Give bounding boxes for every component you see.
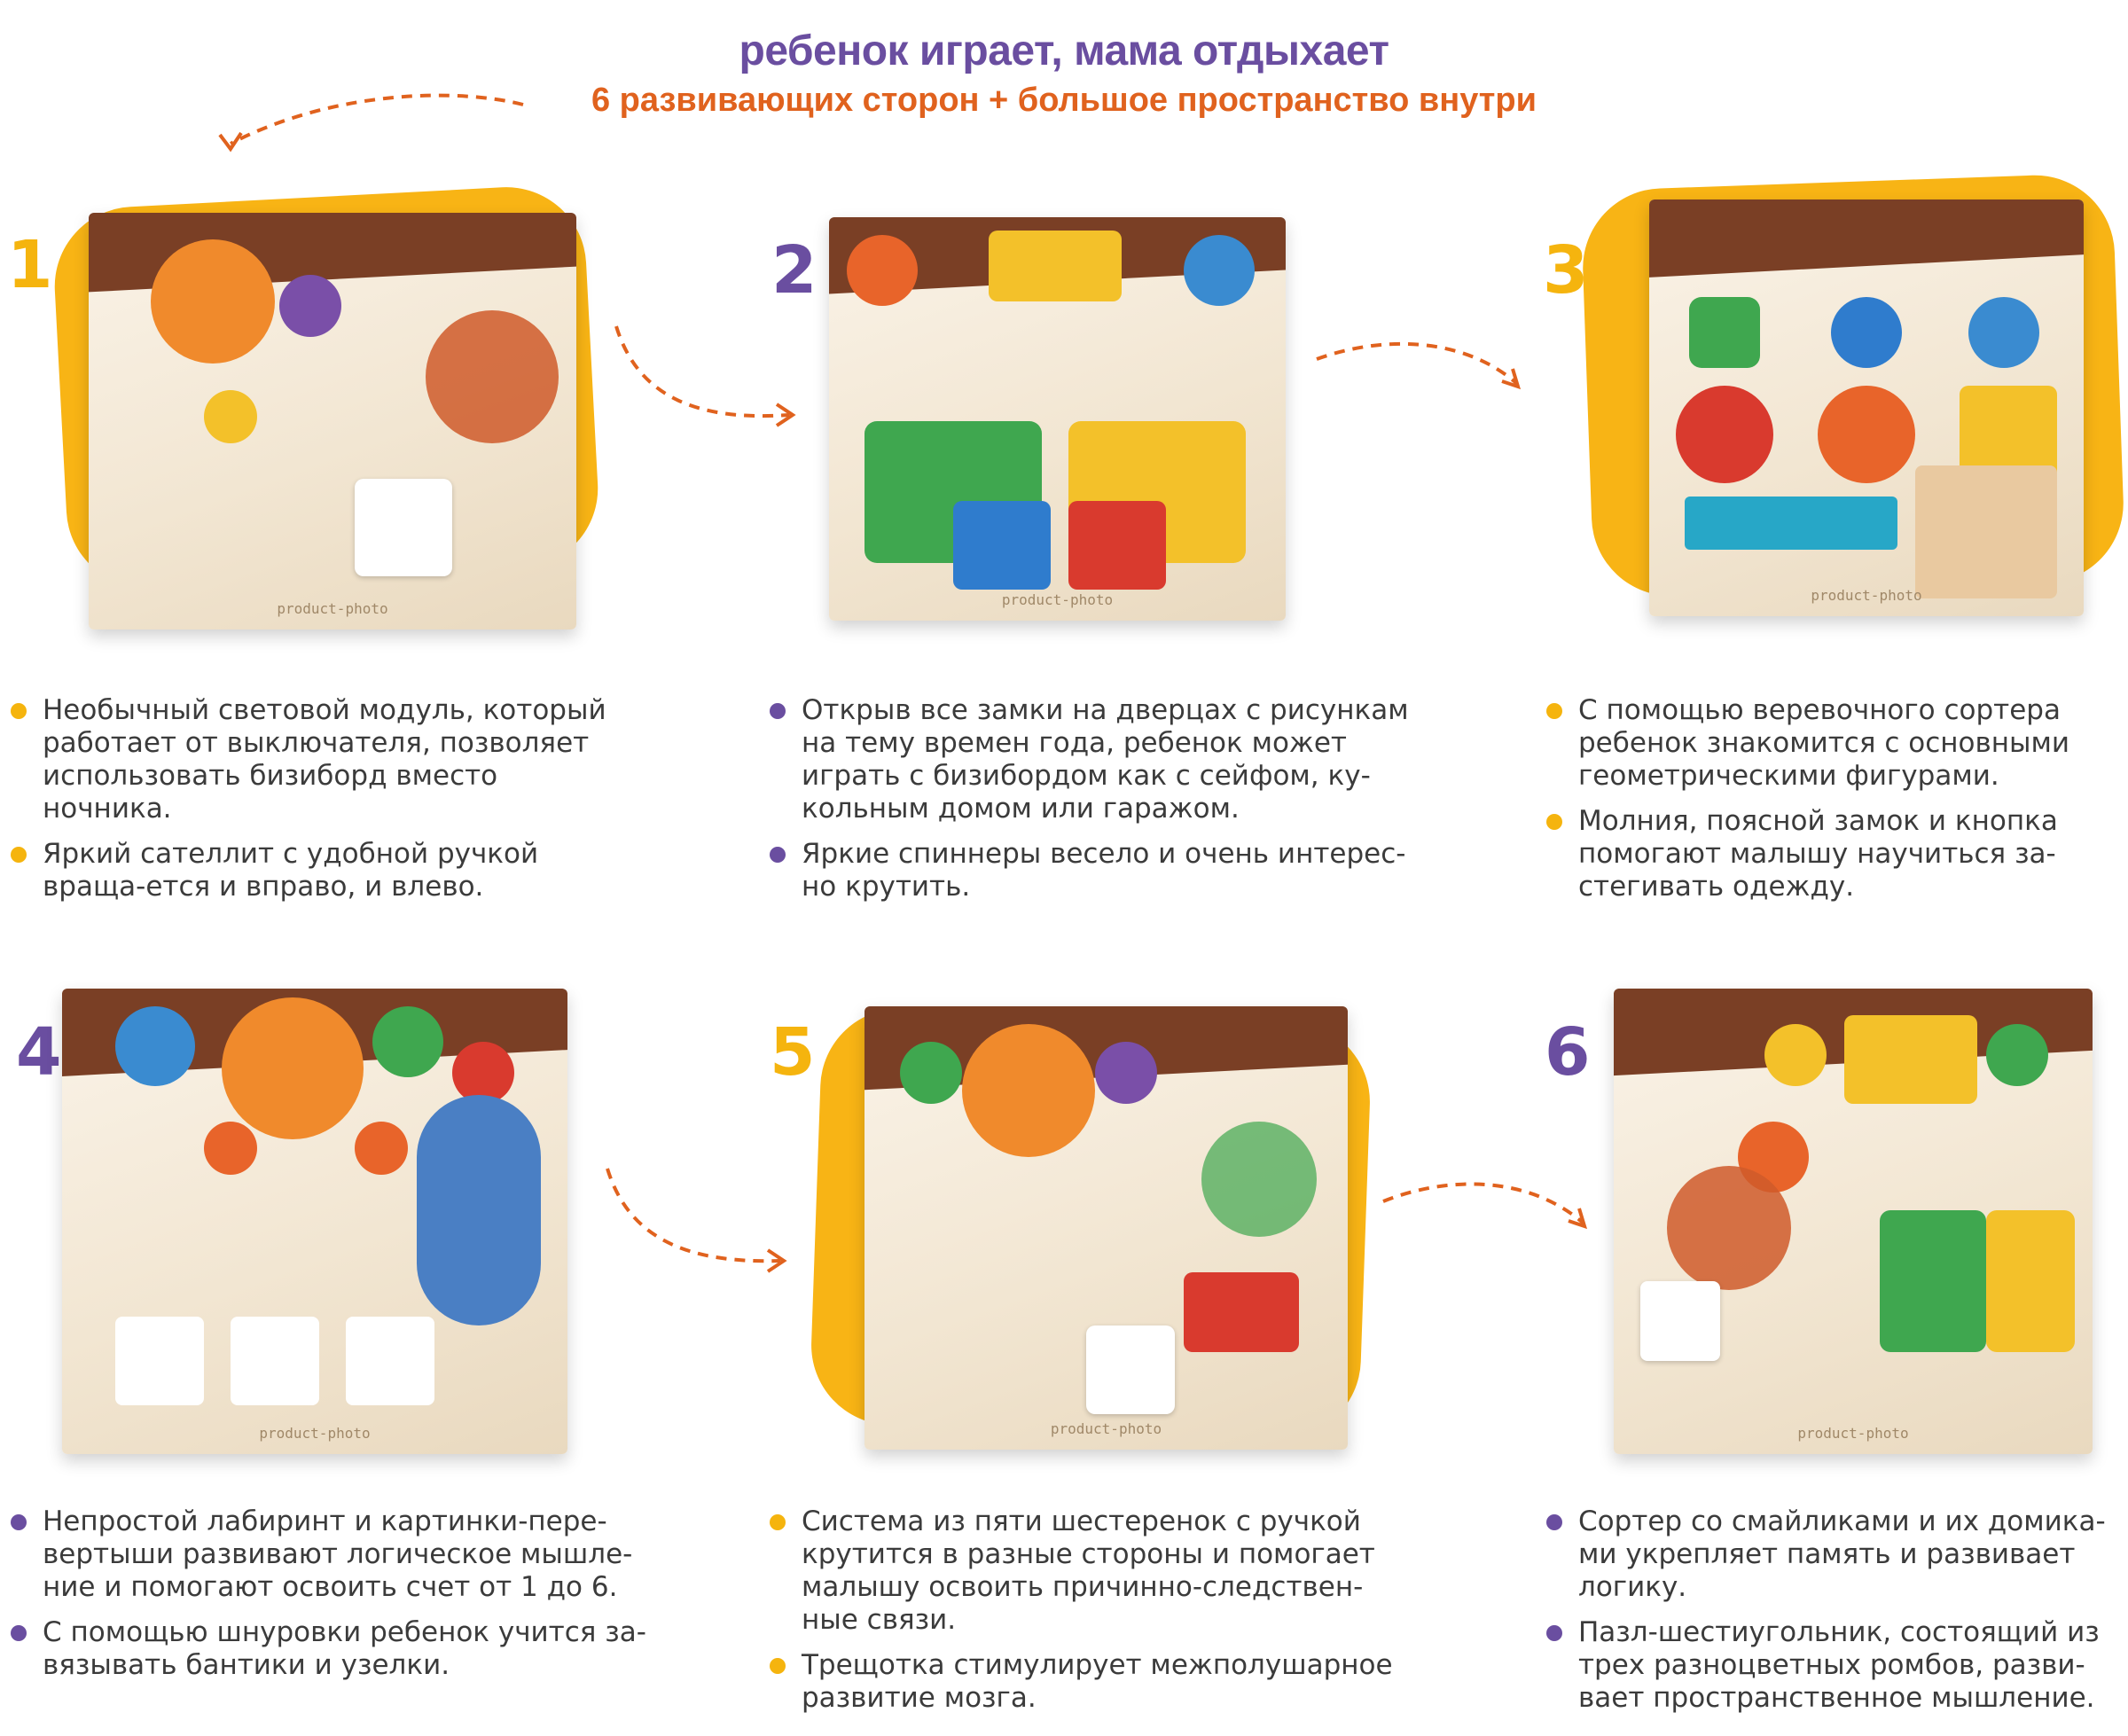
list-item: Пазл-шестиугольник, состоящий из трех ра… xyxy=(1545,1616,2121,1715)
bullet-dot xyxy=(11,703,27,719)
arrow-1-to-2 xyxy=(614,325,796,427)
list-item: Яркий сателлит с удобной ручкой враща-ет… xyxy=(9,838,630,903)
side-number-1: 1 xyxy=(7,227,53,303)
side-number-2: 2 xyxy=(771,232,818,309)
bullet-dot xyxy=(11,847,27,863)
arrow-2-to-3 xyxy=(1316,341,1522,390)
product-photo-side-5: product-photo xyxy=(864,1006,1348,1450)
list-item: Необычный световой модуль, который работ… xyxy=(9,694,630,825)
bullet-dot xyxy=(11,1625,27,1641)
bullet-dot xyxy=(1546,1514,1562,1530)
bullet-dot xyxy=(1546,1625,1562,1641)
product-photo-side-1: product-photo xyxy=(89,213,576,629)
arrow-4-to-5 xyxy=(606,1168,787,1273)
features-side-4: Непростой лабиринт и картинки-пере-верты… xyxy=(9,1505,647,1694)
bullet-dot xyxy=(770,703,786,719)
list-item: Непростой лабиринт и картинки-пере-верты… xyxy=(9,1505,647,1604)
bullet-dot xyxy=(11,1514,27,1530)
list-item: Открыв все замки на дверцах с рисункам н… xyxy=(768,694,1415,825)
list-item: Система из пяти шестеренок с ручкой крут… xyxy=(768,1505,1406,1637)
bullet-dot xyxy=(1546,703,1562,719)
arrow-to-side-1 xyxy=(218,93,524,152)
features-side-5: Система из пяти шестеренок с ручкой крут… xyxy=(768,1505,1406,1727)
product-photo-side-4: product-photo xyxy=(62,989,567,1454)
side-number-3: 3 xyxy=(1543,232,1589,309)
side-number-4: 4 xyxy=(16,1014,62,1091)
features-side-1: Необычный световой модуль, который работ… xyxy=(9,694,630,916)
bullet-dot xyxy=(770,847,786,863)
features-side-2: Открыв все замки на дверцах с рисункам н… xyxy=(768,694,1415,916)
list-item: С помощью веревочного сортера ребенок зн… xyxy=(1545,694,2112,793)
product-photo-side-6: product-photo xyxy=(1614,989,2093,1454)
list-item: Яркие спиннеры весело и очень интерес-но… xyxy=(768,838,1415,903)
bullet-dot xyxy=(770,1514,786,1530)
arrow-5-to-6 xyxy=(1382,1182,1588,1230)
side-number-6: 6 xyxy=(1545,1014,1591,1091)
list-item: Трещотка стимулирует межполушарное разви… xyxy=(768,1649,1406,1715)
list-item: С помощью шнуровки ребенок учится за-вяз… xyxy=(9,1616,647,1682)
product-photo-side-2: product-photo xyxy=(829,217,1286,621)
list-item: Молния, поясной замок и кнопка помогают … xyxy=(1545,805,2112,903)
bullet-dot xyxy=(1546,814,1562,830)
bullet-dot xyxy=(770,1658,786,1674)
side-number-5: 5 xyxy=(770,1014,816,1091)
features-side-6: Сортер со смайликами и их домика-ми укре… xyxy=(1545,1505,2121,1727)
features-side-3: С помощью веревочного сортера ребенок зн… xyxy=(1545,694,2112,916)
page-subtitle: 6 развивающих сторон + большое пространс… xyxy=(591,82,1537,119)
page-title: ребенок играет, мама отдыхает xyxy=(739,27,1389,74)
product-photo-side-3: product-photo xyxy=(1649,199,2084,616)
list-item: Сортер со смайликами и их домика-ми укре… xyxy=(1545,1505,2121,1604)
